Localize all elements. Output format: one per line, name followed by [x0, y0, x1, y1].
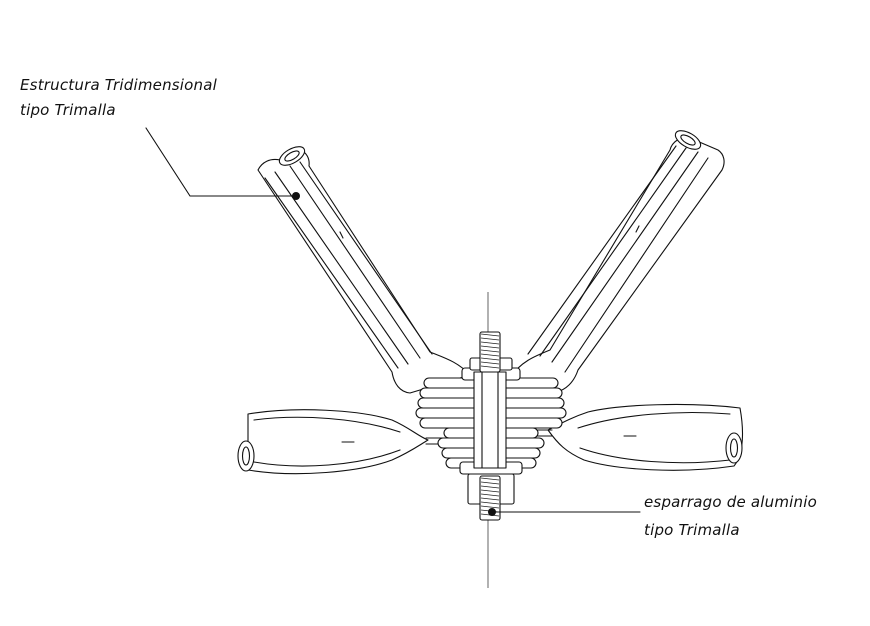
label-structure-line2: tipo Trimalla: [20, 101, 116, 119]
thread-line: [480, 333, 500, 337]
leader-structure: [145, 127, 300, 200]
thread-line: [480, 505, 500, 509]
thread-line: [480, 341, 500, 345]
thread-line: [480, 477, 500, 481]
thread-line: [480, 493, 500, 497]
thread-line: [480, 501, 500, 505]
tube-upper-left: [257, 146, 471, 394]
thread-line: [480, 345, 500, 349]
tube-lower-left: [237, 409, 429, 475]
thread-line: [480, 481, 500, 485]
thread-line: [480, 497, 500, 501]
threaded-stud: [473, 331, 507, 521]
label-stud-line2: tipo Trimalla: [644, 521, 740, 539]
thread-line: [480, 357, 500, 361]
thread-line: [480, 485, 500, 489]
tube-lower-right: [547, 403, 744, 471]
thread-line: [480, 489, 500, 493]
thread-line: [480, 361, 500, 365]
thread-line: [480, 349, 500, 353]
label-structure-line1: Estructura Tridimensional: [20, 76, 218, 94]
label-stud-line1: esparrago de aluminio: [644, 493, 817, 511]
thread-line: [480, 353, 500, 357]
thread-line: [480, 365, 500, 369]
leader-stud: [488, 508, 641, 516]
tube-upper-right: [509, 130, 725, 393]
thread-line: [480, 337, 500, 341]
